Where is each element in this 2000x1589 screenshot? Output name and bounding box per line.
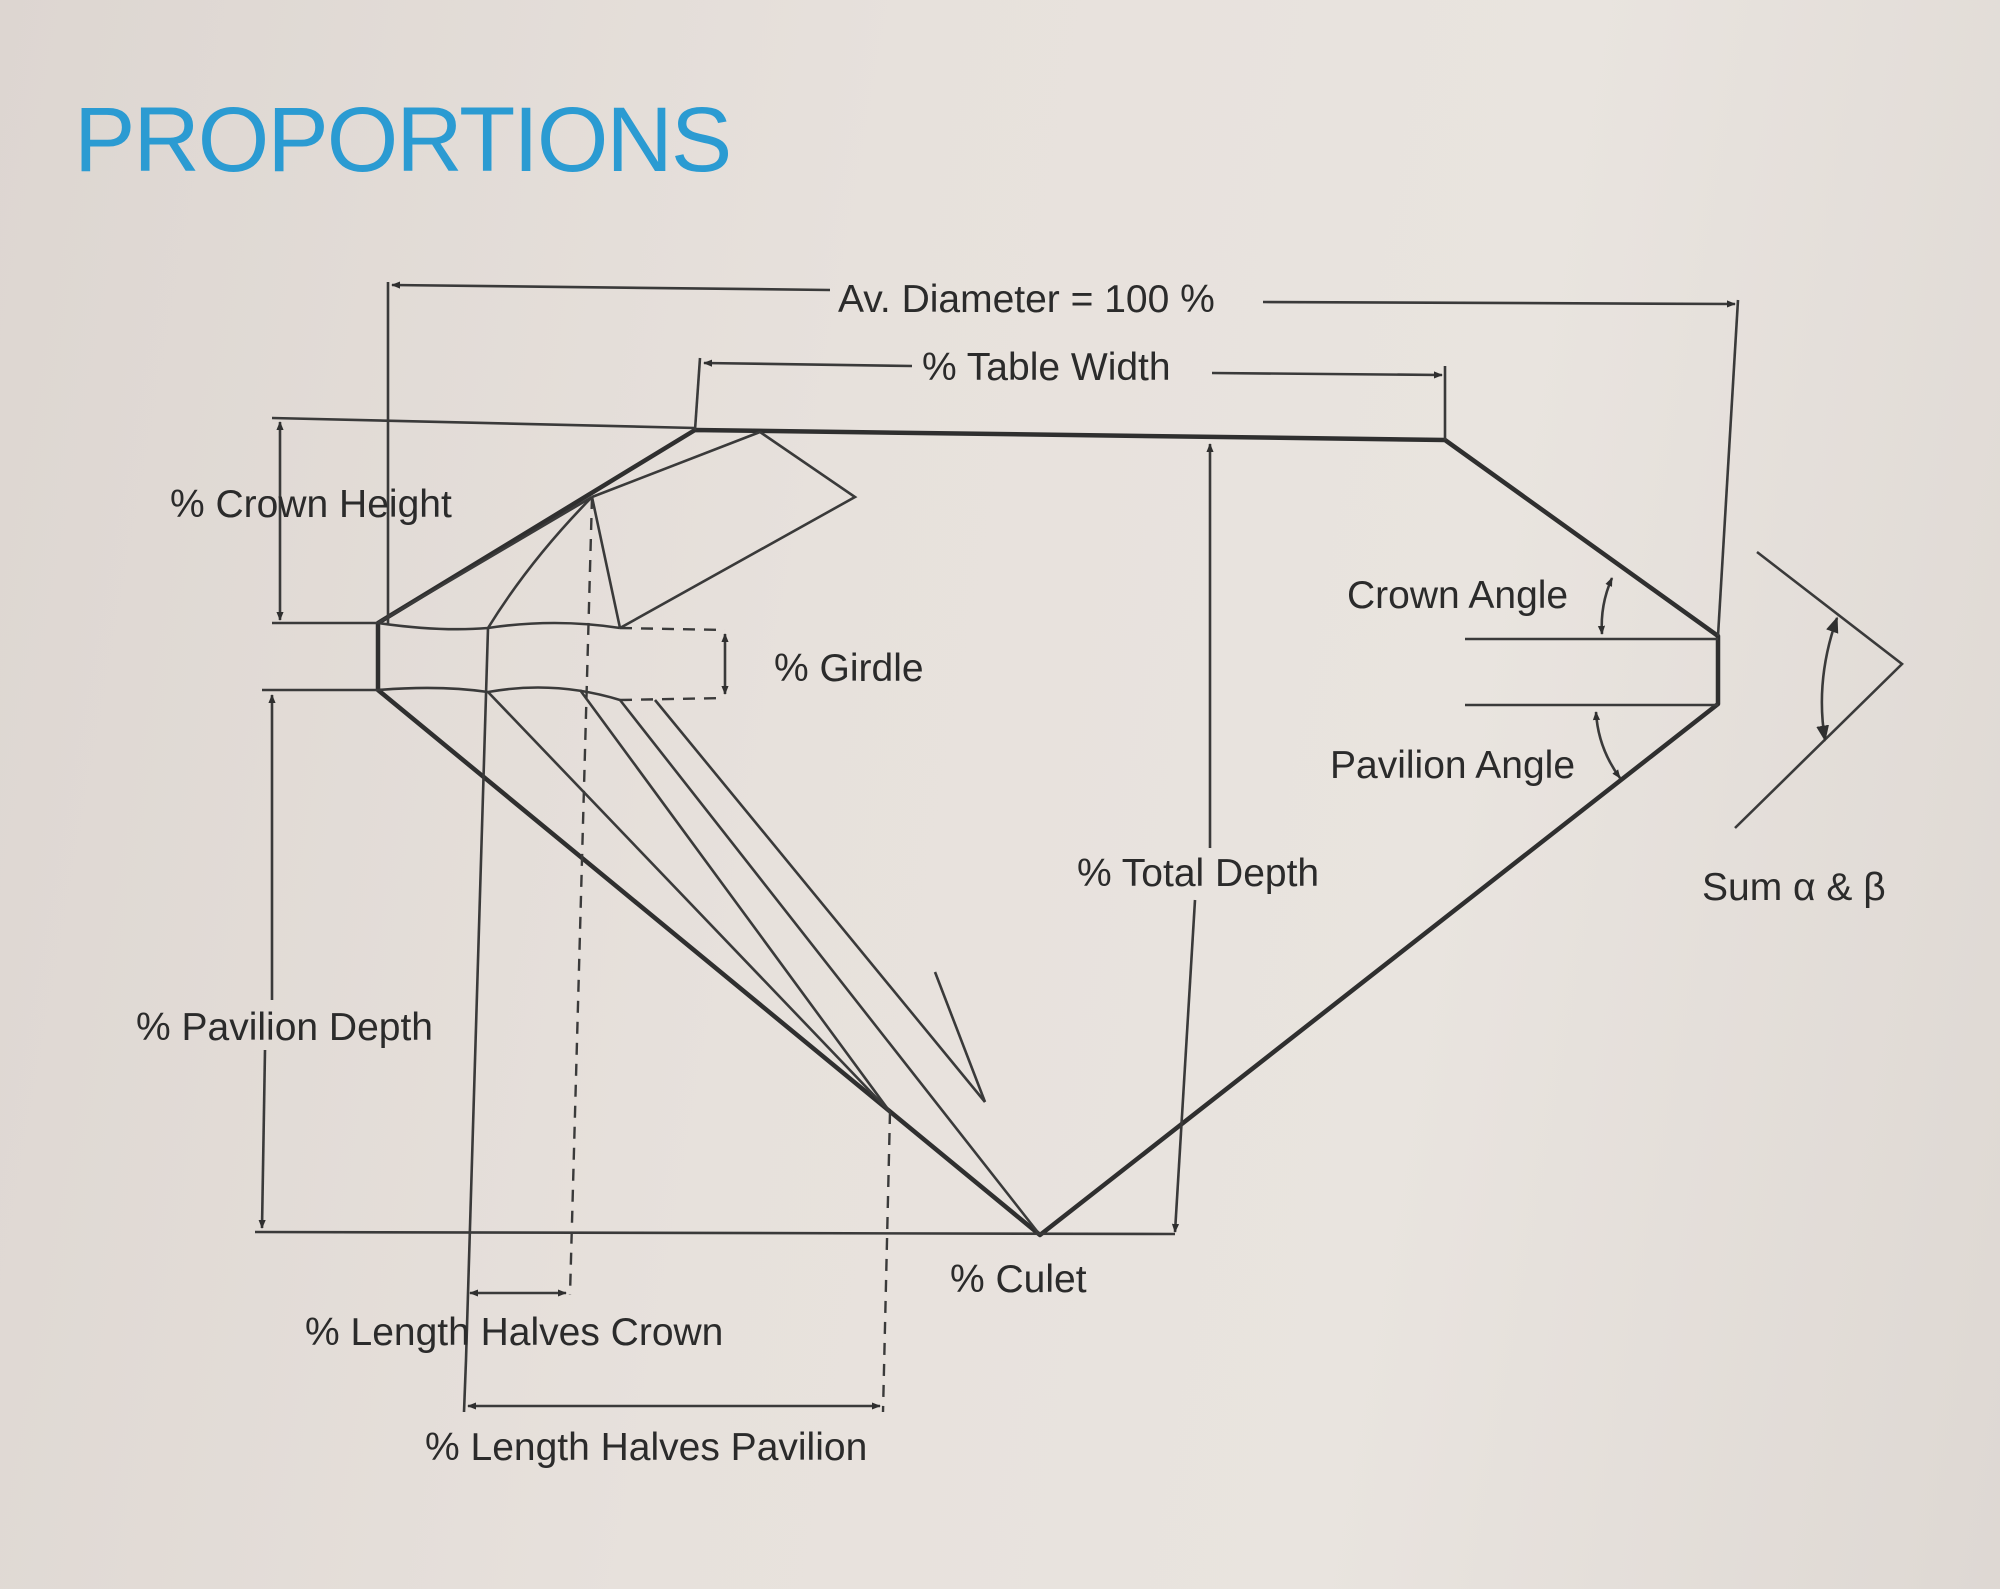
length-halves-pavilion-label: % Length Halves Pavilion xyxy=(425,1426,867,1469)
table-width-dimension xyxy=(693,357,1447,440)
sum-angle-indicator xyxy=(1734,550,1904,829)
crown-facets xyxy=(377,430,858,631)
pavilion-angle-label: Pavilion Angle xyxy=(1330,744,1575,787)
sum-angle-label: Sum α & β xyxy=(1702,866,1886,909)
pavilion-angle-indicator xyxy=(1465,703,1718,779)
total-depth-dimension xyxy=(1171,443,1214,1233)
length-halves-pavilion-dimension xyxy=(462,1111,892,1413)
diameter-dimension xyxy=(386,281,1740,637)
girdle-dimension xyxy=(619,626,729,702)
culet-label: % Culet xyxy=(950,1258,1087,1301)
crown-angle-indicator xyxy=(1465,577,1718,641)
crown-height-label: % Crown Height xyxy=(170,483,452,526)
pavilion-facets xyxy=(377,686,1042,1236)
pavilion-depth-dimension xyxy=(254,688,1176,1236)
length-halves-crown-dimension xyxy=(464,496,594,1361)
total-depth-label: % Total Depth xyxy=(1077,852,1319,895)
diameter-label: Av. Diameter = 100 % xyxy=(838,278,1215,321)
page-title: PROPORTIONS xyxy=(74,89,732,191)
pavilion-depth-label: % Pavilion Depth xyxy=(136,1006,433,1049)
girdle-label: % Girdle xyxy=(774,647,924,690)
crown-height-dimension xyxy=(271,416,696,625)
crown-angle-label: Crown Angle xyxy=(1347,574,1568,617)
length-halves-crown-label: % Length Halves Crown xyxy=(305,1311,723,1354)
diamond-outline xyxy=(375,427,1721,1238)
table-width-label: % Table Width xyxy=(922,346,1171,389)
